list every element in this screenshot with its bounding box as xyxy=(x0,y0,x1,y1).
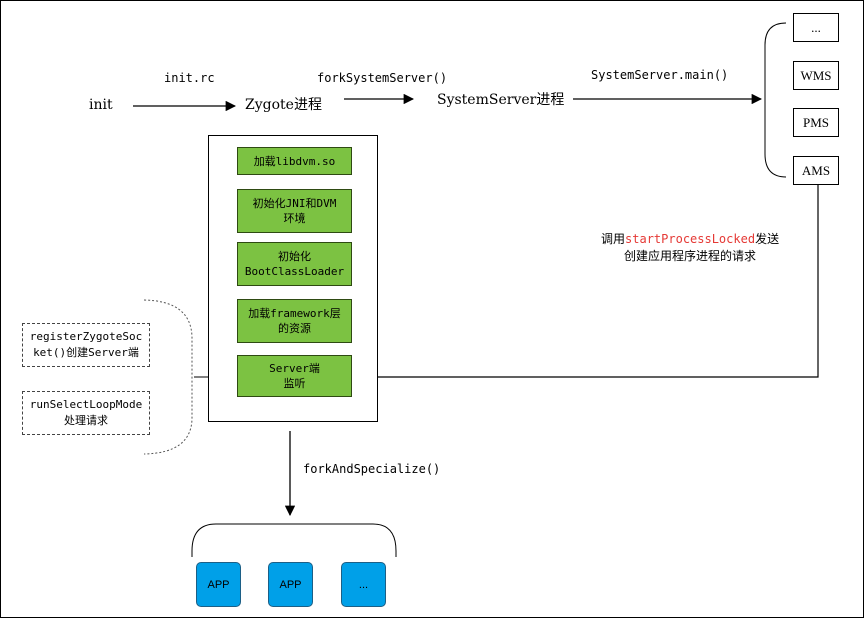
init-label: init xyxy=(89,97,113,113)
ams-request-line2: 创建应用程序进程的请求 xyxy=(624,249,757,263)
service-box-pms: PMS xyxy=(793,108,839,137)
zygote-process-label: Zygote进程 xyxy=(245,97,322,113)
fork-and-specialize-label: forkAndSpecialize() xyxy=(303,462,441,476)
note-run-select-loop-label: runSelectLoopMode 处理请求 xyxy=(29,398,143,427)
ams-request-note: 调用startProcessLocked发送 创建应用程序进程的请求 xyxy=(601,231,779,265)
step-init-jni-dvm: 初始化JNI和DVM 环境 xyxy=(237,189,352,233)
step-init-bootclassloader: 初始化 BootClassLoader xyxy=(237,242,352,286)
note-register-zygote-socket: registerZygoteSoc ket()创建Server端 xyxy=(22,323,150,367)
step-load-libdvm: 加载libdvm.so xyxy=(237,147,352,175)
app-tile-more-label: ... xyxy=(358,578,369,591)
app-tile-1: APP xyxy=(196,562,241,607)
step-init-jni-dvm-label: 初始化JNI和DVM 环境 xyxy=(252,197,337,225)
note-run-select-loop: runSelectLoopMode 处理请求 xyxy=(22,391,150,435)
service-box-ams: AMS xyxy=(793,156,839,185)
service-box-more: ... xyxy=(793,13,839,42)
service-wms-label: WMS xyxy=(800,67,832,83)
apps-bracket xyxy=(191,523,397,557)
app-tile-2-label: APP xyxy=(279,578,302,591)
ams-request-line1: 调用startProcessLocked发送 xyxy=(601,231,779,248)
app-tile-more: ... xyxy=(341,562,386,607)
step-init-bootclassloader-label: 初始化 BootClassLoader xyxy=(244,250,345,278)
service-pms-label: PMS xyxy=(802,114,830,130)
step-load-libdvm-label: 加载libdvm.so xyxy=(253,154,336,168)
ams-request-suffix: 发送 xyxy=(755,232,780,246)
fork-system-server-label: forkSystemServer() xyxy=(317,71,448,85)
service-box-wms: WMS xyxy=(793,61,839,90)
note-register-zygote-socket-label: registerZygoteSoc ket()创建Server端 xyxy=(29,330,143,359)
app-tile-2: APP xyxy=(268,562,313,607)
service-ams-label: AMS xyxy=(801,162,831,178)
init-rc-label: init.rc xyxy=(164,71,215,85)
arrow-ams-to-server-listen xyxy=(353,183,819,382)
step-server-listen: Server端 监听 xyxy=(237,355,352,397)
app-tile-1-label: APP xyxy=(207,578,230,591)
step-server-listen-label: Server端 监听 xyxy=(269,362,320,390)
ams-request-prefix: 调用 xyxy=(601,232,626,246)
step-load-framework-resources: 加载framework层 的资源 xyxy=(237,299,352,343)
services-bracket xyxy=(764,22,787,178)
service-more-label: ... xyxy=(811,19,821,35)
system-server-process-label: SystemServer进程 xyxy=(437,92,565,108)
system-server-main-label: SystemServer.main() xyxy=(591,68,729,82)
socket-notes-bracket xyxy=(143,299,193,455)
ams-request-method: startProcessLocked xyxy=(625,232,756,246)
step-load-framework-label: 加载framework层 的资源 xyxy=(248,307,341,335)
